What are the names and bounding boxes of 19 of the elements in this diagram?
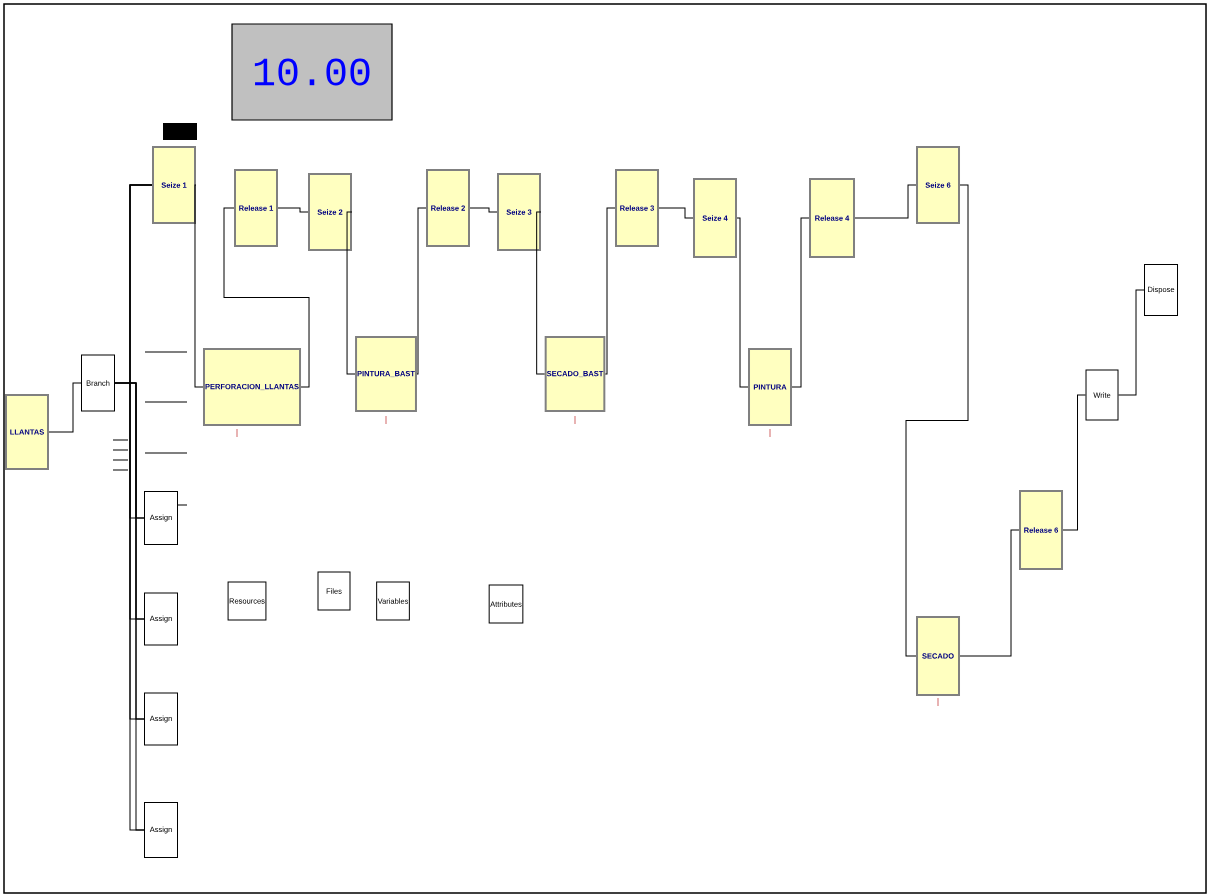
connector (604, 207, 616, 375)
connector (1118, 289, 1145, 396)
connector (346, 211, 356, 375)
connector (658, 207, 694, 219)
connector (959, 529, 1020, 657)
connector (469, 207, 498, 213)
connector (536, 211, 546, 375)
connector (1062, 394, 1086, 531)
connector (416, 207, 427, 375)
connector (48, 382, 82, 433)
connector (905, 184, 969, 657)
connector (194, 184, 204, 388)
value-display: 10.00 (231, 23, 393, 121)
connector (791, 217, 810, 388)
connector (129, 184, 153, 831)
connector (277, 207, 309, 213)
connector (223, 207, 310, 388)
connector (736, 217, 749, 388)
connector (854, 184, 917, 219)
